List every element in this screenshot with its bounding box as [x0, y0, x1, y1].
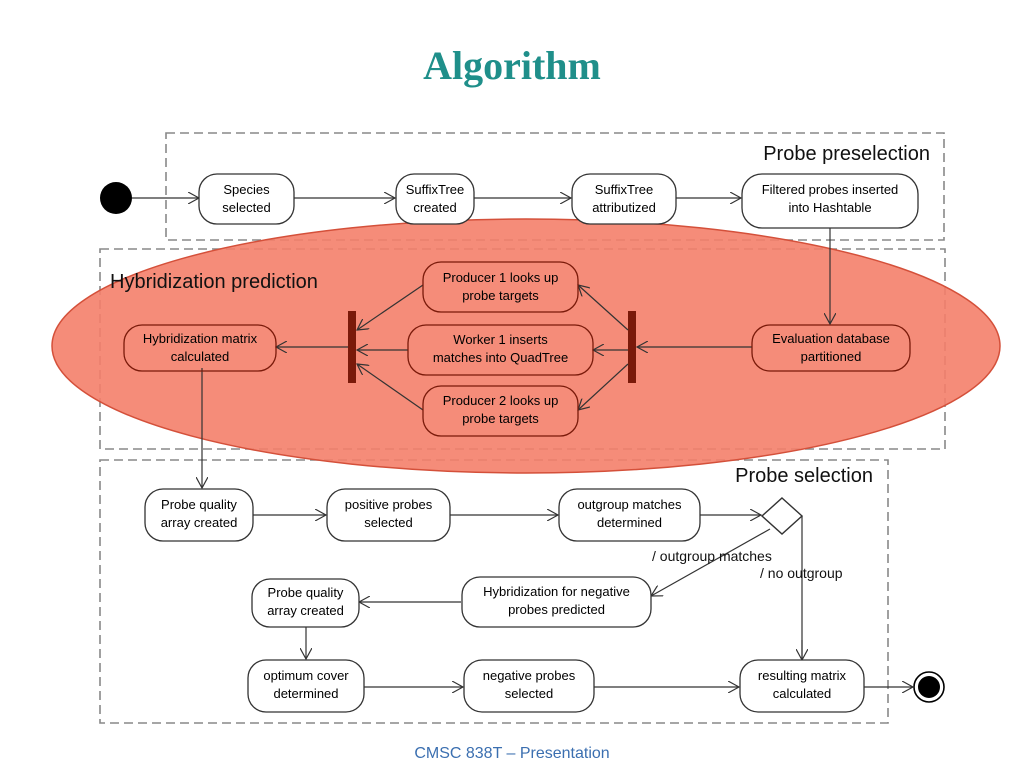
edge-decision-hybneg — [651, 528, 771, 596]
highlight-ellipse — [51, 218, 1001, 474]
edge-fork-producer1 — [578, 285, 629, 331]
node-label: determined — [273, 686, 338, 701]
group-label-preselection: Probe preselection — [763, 143, 930, 165]
node-label: calculated — [171, 349, 230, 364]
node-label: Hybridization for negative — [483, 584, 630, 599]
node-label: outgroup matches — [577, 497, 682, 512]
node-evaluation-database: Evaluation database partitioned — [751, 324, 911, 372]
activity-diagram: Probe preselection Probe selection Hybri… — [51, 132, 1001, 724]
guard-outgroup-matches: / outgroup matches — [652, 548, 772, 564]
node-hybridization-matrix: Hybridization matrix calculated — [123, 324, 277, 372]
node-label: array created — [267, 603, 344, 618]
node-label: Evaluation database — [772, 331, 890, 346]
node-species-selected: Species selected — [198, 173, 295, 225]
node-label: Filtered probes inserted — [762, 182, 899, 197]
guard-no-outgroup: / no outgroup — [760, 565, 843, 581]
node-label: Producer 1 looks up — [443, 270, 559, 285]
node-producer-2: Producer 2 looks up probe targets — [422, 385, 579, 437]
node-label: SuffixTree — [406, 182, 465, 197]
node-label: resulting matrix — [758, 668, 847, 683]
node-negative-probes: negative probes selected — [463, 659, 595, 713]
node-label: selected — [222, 200, 270, 215]
node-label: Probe quality — [161, 497, 237, 512]
node-label: Probe quality — [268, 585, 344, 600]
node-worker-1: Worker 1 inserts matches into QuadTree — [407, 324, 594, 376]
node-producer-1: Producer 1 looks up probe targets — [422, 261, 579, 313]
node-suffixtree-created: SuffixTree created — [395, 173, 475, 225]
node-label: partitioned — [801, 349, 862, 364]
edge-fork-producer2 — [578, 363, 629, 410]
node-label: probe targets — [462, 411, 539, 426]
group-label-selection: Probe selection — [735, 465, 873, 487]
edge-producer2-join — [357, 364, 424, 411]
node-label: matches into QuadTree — [433, 350, 568, 365]
node-hybridization-negative: Hybridization for negative probes predic… — [461, 576, 652, 628]
node-resulting-matrix: resulting matrix calculated — [739, 659, 865, 713]
node-label: Producer 2 looks up — [443, 393, 559, 408]
fork-bar — [628, 311, 636, 383]
node-label: Hybridization matrix — [143, 331, 258, 346]
node-label: probes predicted — [508, 602, 605, 617]
slide-footer: CMSC 838T – Presentation — [414, 745, 610, 762]
node-positive-probes: positive probes selected — [326, 488, 451, 542]
node-label: probe targets — [462, 288, 539, 303]
node-label: calculated — [773, 686, 832, 701]
node-probe-quality-2: Probe quality array created — [251, 578, 360, 628]
node-label: into Hashtable — [788, 200, 871, 215]
node-label: array created — [161, 515, 238, 530]
slide-title: Algorithm — [423, 43, 601, 88]
join-bar — [348, 311, 356, 383]
node-label: negative probes — [483, 668, 576, 683]
node-probe-quality-1: Probe quality array created — [144, 488, 254, 542]
node-label: attributized — [592, 200, 656, 215]
node-suffixtree-attributized: SuffixTree attributized — [571, 173, 677, 225]
node-label: selected — [505, 686, 553, 701]
group-label-hybridization: Hybridization prediction — [110, 271, 318, 293]
node-label: Worker 1 inserts — [453, 332, 548, 347]
node-optimum-cover: optimum cover determined — [247, 659, 365, 713]
node-label: Species — [223, 182, 270, 197]
node-filtered-probes: Filtered probes inserted into Hashtable — [741, 173, 919, 229]
edge-producer1-join — [357, 284, 424, 330]
initial-node — [100, 182, 132, 214]
node-label: positive probes — [345, 497, 433, 512]
node-label: selected — [364, 515, 412, 530]
node-label: SuffixTree — [595, 182, 654, 197]
node-outgroup-matches: outgroup matches determined — [558, 488, 701, 542]
final-node — [913, 671, 945, 703]
node-label: created — [413, 200, 456, 215]
node-label: optimum cover — [263, 668, 349, 683]
node-label: determined — [597, 515, 662, 530]
edges — [132, 198, 913, 687]
decision-diamond — [760, 497, 804, 535]
